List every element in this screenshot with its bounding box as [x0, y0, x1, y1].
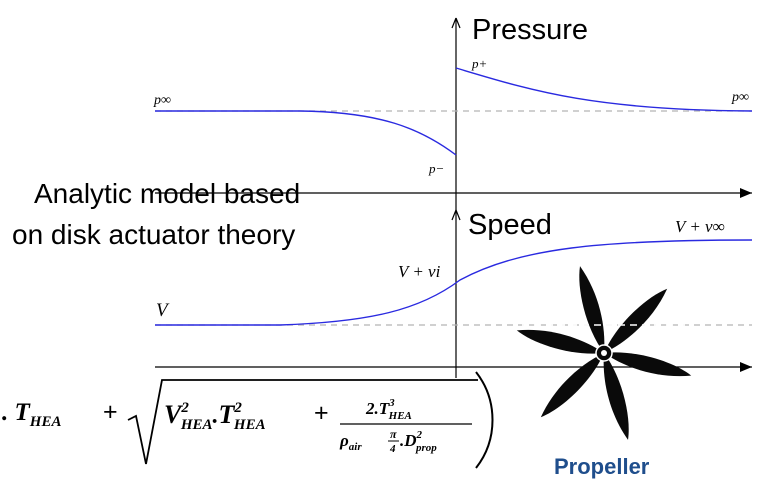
propeller-label: Propeller: [554, 454, 650, 479]
pressure-curve-upstream: [155, 110, 457, 156]
curves: [155, 67, 753, 326]
closing-parenthesis: [475, 371, 494, 469]
formula-plus: +: [103, 398, 118, 426]
propeller-blade-4: [603, 353, 629, 440]
pressure-axis-arrowhead: [740, 188, 752, 198]
caption-line-1: Analytic model based: [34, 178, 300, 209]
speed-title: Speed: [468, 209, 552, 241]
p-plus-label: p+: [471, 56, 487, 71]
p-minus-label: p−: [428, 161, 444, 176]
propeller-blade-5: [540, 353, 604, 418]
speed-axis-arrowhead: [740, 362, 752, 372]
vertical-axis-arrow-top-2: [455, 17, 461, 29]
sqrt-symbol: [127, 379, 478, 465]
p-inf-left-label: p∞: [153, 93, 171, 108]
sqrt-plus: +: [314, 399, 329, 427]
pressure-title: Pressure: [472, 14, 588, 46]
fraction-denominator-pi: π: [390, 427, 397, 441]
pressure-curve-downstream: [455, 67, 753, 112]
caption-line-2: on disk actuator theory: [12, 219, 295, 250]
fraction-denominator: ρair: [339, 431, 362, 453]
speed-axis-arrow-2: [455, 209, 461, 221]
v-plus-vi-label: V + vi: [398, 262, 441, 281]
fraction-denominator-four: 4: [389, 443, 396, 455]
p-inf-right-label: p∞: [731, 90, 749, 105]
propeller-icon: [516, 266, 692, 440]
v-plus-vinf-label: V + v∞: [675, 217, 725, 236]
speed-axis-arrow: [451, 209, 457, 221]
propeller-blade-1: [579, 266, 605, 353]
formula-prefix: . THEA: [2, 399, 61, 430]
speed-curve: [155, 239, 753, 326]
propeller-blade-6: [516, 329, 604, 354]
propeller-hub-center: [601, 350, 607, 356]
propeller-blade-3: [604, 352, 692, 377]
vertical-axis-arrow-top: [451, 17, 457, 29]
v-left-label: V: [156, 300, 170, 321]
propeller-blade-2: [604, 288, 668, 353]
